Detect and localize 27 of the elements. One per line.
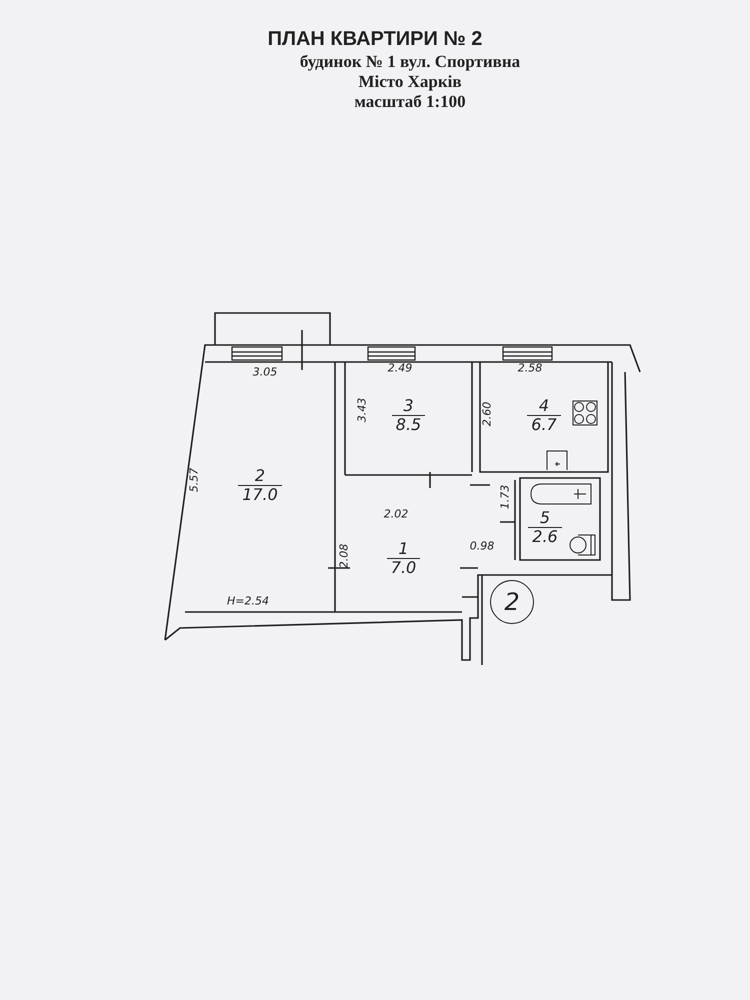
apartment-number-circle [490,580,534,624]
dimension-label: 3.05 [252,366,278,378]
plan-subtitle: будинок № 1 вул. Спортивна [300,52,520,72]
dimension-label: 0.98 [470,540,494,552]
room-area: 17.0 [238,484,282,504]
dimension-label: 2.08 [338,544,350,568]
plan-subtitle: масштаб 1:100 [354,92,466,112]
room-number: 3 [403,397,414,415]
dimension-label: 5.57 [188,468,200,492]
room-number: 1 [398,540,409,558]
dimension-label: 2.58 [518,362,542,374]
dimension-label: Н=2.54 [227,594,269,608]
room-number: 5 [540,509,550,527]
dimension-label: 2.02 [384,508,408,520]
room-area: 8.5 [392,414,426,434]
dimension-label: 1.73 [498,484,512,510]
room-number: 2 [254,467,266,485]
plan-subtitle: Місто Харків [358,72,462,92]
dimension-label: 2.60 [480,402,494,426]
room-number: 2 [504,588,520,616]
room-area: 2.6 [528,526,562,546]
room-number: 4 [538,397,550,415]
room-area: 6.7 [527,414,561,434]
dimension-label: 2.49 [388,362,412,374]
plan-title: ПЛАН КВАРТИРИ № 2 [266,28,484,51]
room-area: 7.0 [386,558,420,576]
dimension-label: 3.43 [356,398,368,422]
